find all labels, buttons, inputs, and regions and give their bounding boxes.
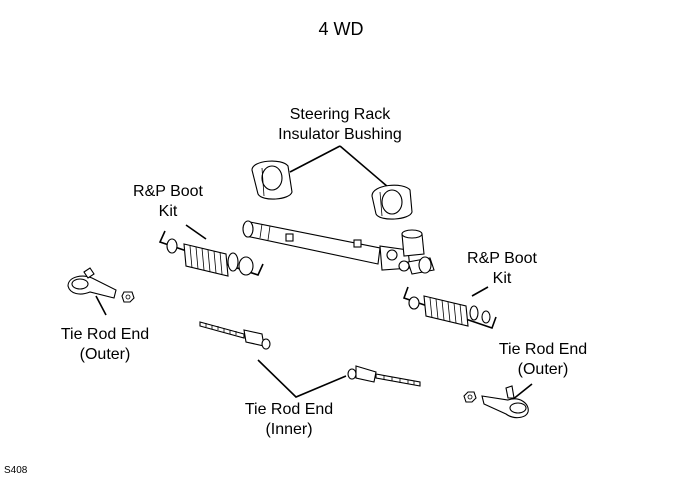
figure-code: S408 [4,465,28,476]
label-tie-rod-outer-left: Tie Rod End (Outer) [60,326,150,363]
tie-rod-outer-right [463,385,529,419]
boot-kit-right [402,286,497,330]
rack-bushing-right [371,184,413,220]
tie-rod-inner-right [347,365,421,387]
rack-housing [242,220,435,275]
diagram-title: 4 WD [318,19,364,39]
label-boot-kit-left: R&P Boot Kit [133,183,203,220]
label-steering-rack-bushing: Steering Rack Insulator Bushing [278,106,402,143]
label-tie-rod-inner: Tie Rod End (Inner) [244,401,334,438]
label-boot-kit-right: R&P Boot Kit [467,250,537,287]
leader-lines [95,145,533,401]
tie-rod-inner-left [199,321,271,350]
rack-bushing-left [251,160,293,200]
label-tie-rod-outer-right: Tie Rod End (Outer) [498,341,588,378]
tie-rod-outer-left [67,267,135,303]
boot-kit-left [158,230,264,277]
